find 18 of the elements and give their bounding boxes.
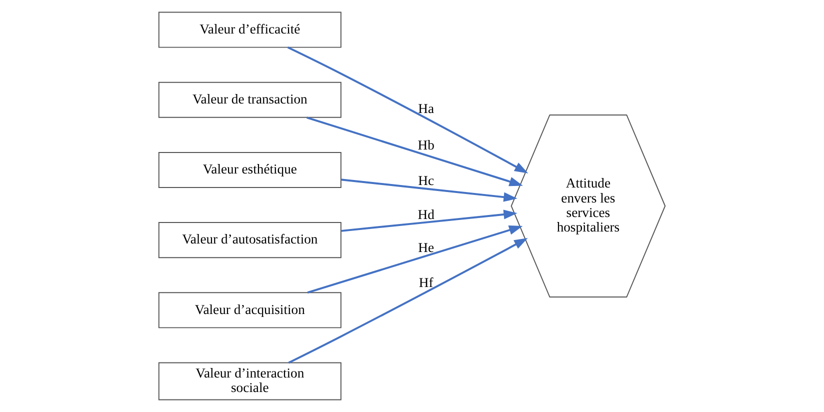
edge-label: Hd <box>418 206 434 222</box>
node-box: Valeur d’acquisition <box>158 292 342 328</box>
edge-label: He <box>418 240 434 255</box>
node-box: Valeur esthétique <box>158 152 342 188</box>
arrow <box>340 178 518 202</box>
node-box: Valeur d’interaction sociale <box>158 362 342 400</box>
arrow <box>287 46 528 174</box>
edge-label: Hb <box>418 138 434 153</box>
node-box: Valeur d’autosatisfaction <box>158 222 342 258</box>
arrow <box>307 225 523 294</box>
arrow <box>340 210 518 232</box>
node-box: Valeur de transaction <box>158 82 342 118</box>
edge-label: Hc <box>418 172 434 188</box>
arrow <box>306 116 523 186</box>
arrow <box>288 238 528 364</box>
edge-label: Ha <box>418 100 434 116</box>
edge-label: Hf <box>418 274 434 290</box>
node-box: Valeur d’efficacité <box>158 12 342 48</box>
